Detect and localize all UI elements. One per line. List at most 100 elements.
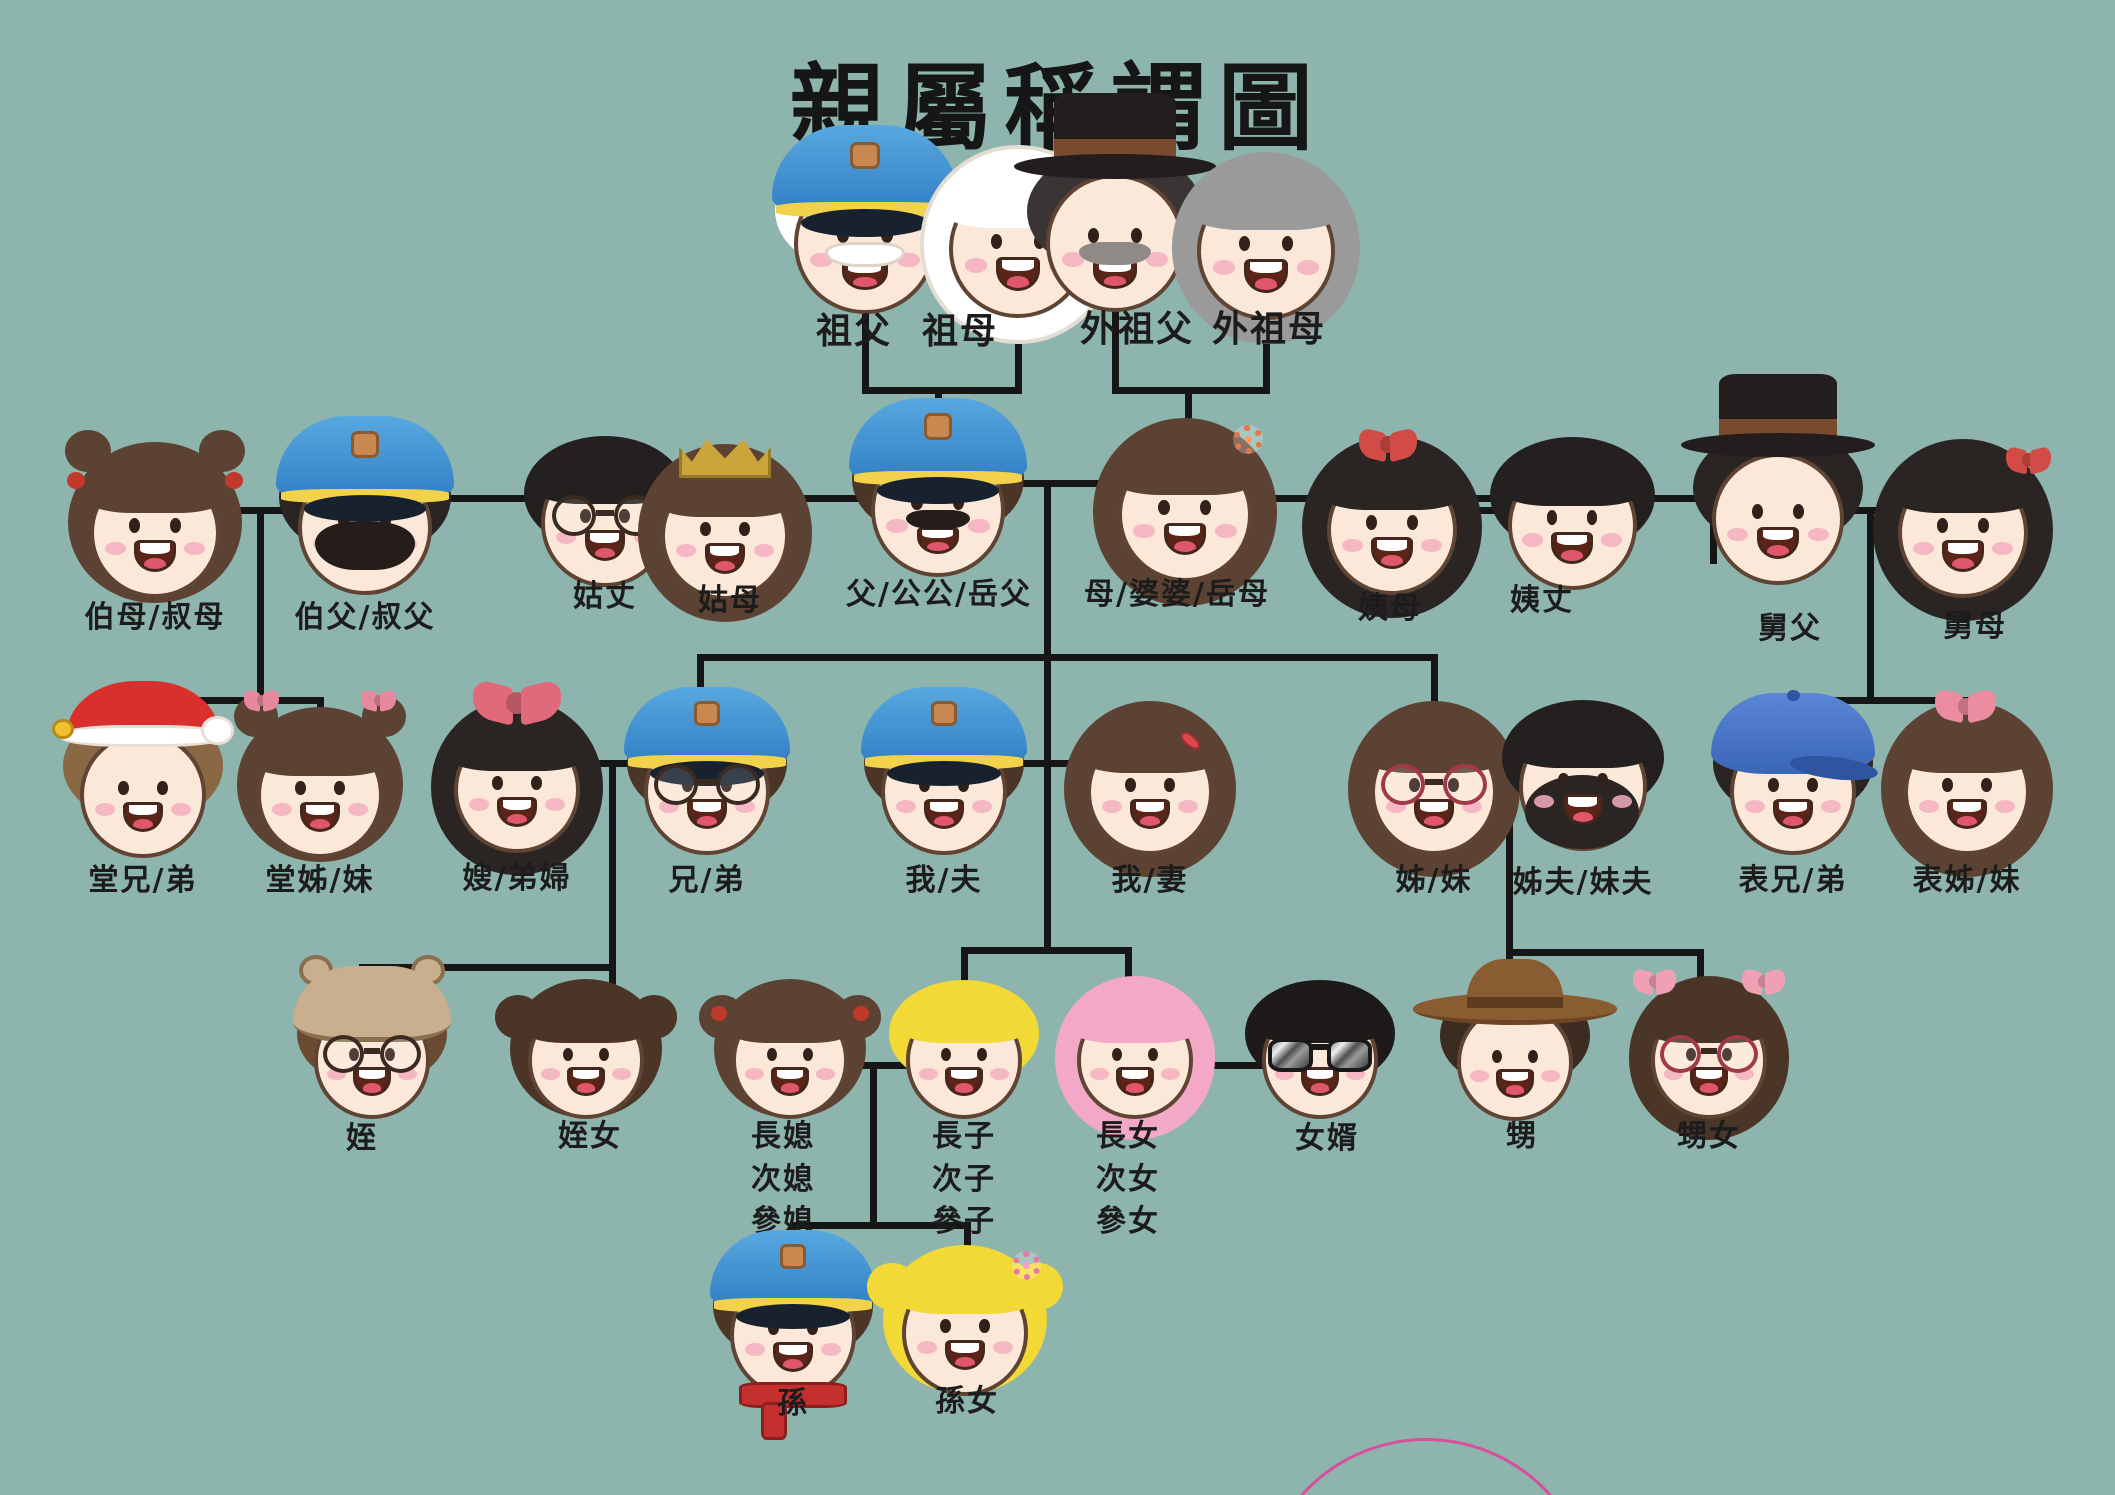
tongue-icon (1254, 278, 1278, 290)
white-mustache-icon (825, 241, 905, 268)
tree-connector (1505, 759, 1513, 1044)
zhangzi-label: 長子 次子 參子 (932, 1119, 996, 1240)
tree-connector (1430, 653, 1438, 739)
teeth-icon (1001, 259, 1034, 272)
red-side-bow-icon (2006, 448, 2052, 472)
round-glasses-icon (323, 1034, 364, 1073)
red-tie-right-icon (852, 1006, 869, 1022)
blush-left-icon (916, 1341, 937, 1355)
blush-left-icon (1744, 800, 1765, 814)
yizhang-avatar (1489, 436, 1655, 597)
hair-bangs-icon (1256, 985, 1384, 1044)
tree-connector (1014, 296, 1022, 394)
hair-bangs-icon (1513, 705, 1653, 768)
glasses-bridge-icon (698, 778, 716, 785)
blush-right-icon (184, 541, 206, 556)
round-glasses-icon (654, 764, 699, 806)
hair-bangs-icon (1190, 163, 1342, 231)
glasses-bridge-icon (596, 509, 614, 516)
blush-left-icon (1522, 533, 1543, 547)
tree-connector (139, 696, 324, 704)
smile-mouth-icon (1756, 526, 1800, 559)
tongue-icon (714, 560, 736, 572)
tongue-icon (1952, 558, 1974, 570)
tongue-icon (853, 277, 877, 287)
blush-right-icon (1601, 533, 1622, 547)
gumu-label: 姑母 (698, 583, 762, 618)
flower-center (1244, 435, 1252, 443)
teeth-icon (1249, 261, 1282, 274)
teeth-icon (929, 801, 959, 812)
eye-right-icon (169, 518, 181, 534)
red-tie-left-icon (66, 472, 86, 489)
tangxiong-label: 堂兄/弟 (88, 863, 198, 898)
teeth-icon (1695, 1070, 1722, 1080)
sunnv-avatar (867, 1245, 1063, 1403)
blush-right-icon (993, 1341, 1014, 1355)
waizufu-face (1046, 174, 1184, 312)
blush-left-icon (1918, 800, 1939, 814)
top-hat-band-icon (1719, 418, 1837, 436)
nvxu-label: 女婿 (1295, 1121, 1359, 1156)
top-hat-band-icon (1054, 139, 1176, 157)
teeth-icon (1419, 801, 1449, 812)
blush-left-icon (886, 518, 908, 533)
teeth-icon (1306, 1070, 1333, 1080)
teeth-icon (1762, 529, 1794, 541)
orange-flower-icon (1233, 424, 1263, 455)
bofu-avatar (276, 415, 454, 603)
pink-bow-left-icon (1633, 970, 1677, 993)
tongue-icon (594, 547, 616, 559)
sao-label: 嫂/弟婦 (462, 861, 572, 896)
bow-knot (1648, 974, 1661, 989)
bofu-label: 伯父/叔父 (294, 600, 436, 635)
pink-bow-icon (1935, 691, 1996, 720)
smile-mouth-icon (1371, 537, 1413, 570)
eye-left-icon (1112, 1047, 1122, 1061)
cap-brim-icon (887, 761, 1001, 787)
pink-flower-icon (1011, 1251, 1041, 1281)
blush-right-icon (1178, 800, 1199, 814)
blush-left-icon (1101, 800, 1122, 814)
tree-connector (1111, 296, 1119, 394)
jiufu-label: 舅父 (1758, 611, 1822, 646)
tongue-icon (1561, 550, 1583, 561)
hair-bangs-icon (1501, 442, 1643, 506)
blush-right-icon (1611, 795, 1632, 809)
smile-mouth-icon (945, 1067, 983, 1096)
blush-left-icon (676, 544, 697, 558)
yimu-avatar (1302, 435, 1482, 619)
eye-left-icon (990, 233, 1003, 250)
blush-left-icon (271, 803, 292, 817)
smile-mouth-icon (704, 543, 746, 575)
yimu-label: 姨母 (1358, 591, 1422, 626)
tree-connector (861, 386, 1022, 394)
blush-left-icon (919, 1068, 938, 1081)
blush-left-icon (1090, 1068, 1109, 1081)
eye-right-icon (1164, 777, 1175, 792)
eye-left-icon (129, 518, 141, 534)
hair-bangs-icon (900, 985, 1028, 1044)
teeth-icon (1121, 1070, 1148, 1080)
cap-button-icon (1787, 689, 1801, 702)
teeth-icon (922, 529, 954, 539)
hair-bangs-icon (896, 1252, 1034, 1314)
bow-knot (1379, 436, 1395, 453)
tree-connector (1789, 696, 1971, 704)
smile-mouth-icon (1130, 798, 1170, 830)
tree-connector (861, 296, 869, 394)
bow-knot (257, 695, 267, 707)
eye-left-icon (1238, 235, 1251, 252)
blush-right-icon (990, 1068, 1009, 1081)
tongue-icon (1699, 1083, 1719, 1093)
tongue-icon (1125, 1083, 1145, 1093)
jiefu-avatar (1501, 699, 1665, 858)
tongue-icon (1006, 276, 1030, 288)
smile-mouth-icon (1163, 522, 1207, 556)
cap-badge-icon (923, 413, 953, 440)
cap-badge-icon (850, 141, 880, 170)
eye-right-icon (1597, 772, 1609, 787)
tree-connector (1043, 479, 1051, 954)
blush-right-icon (1821, 800, 1842, 814)
top-hat-brim-icon (1680, 432, 1876, 458)
